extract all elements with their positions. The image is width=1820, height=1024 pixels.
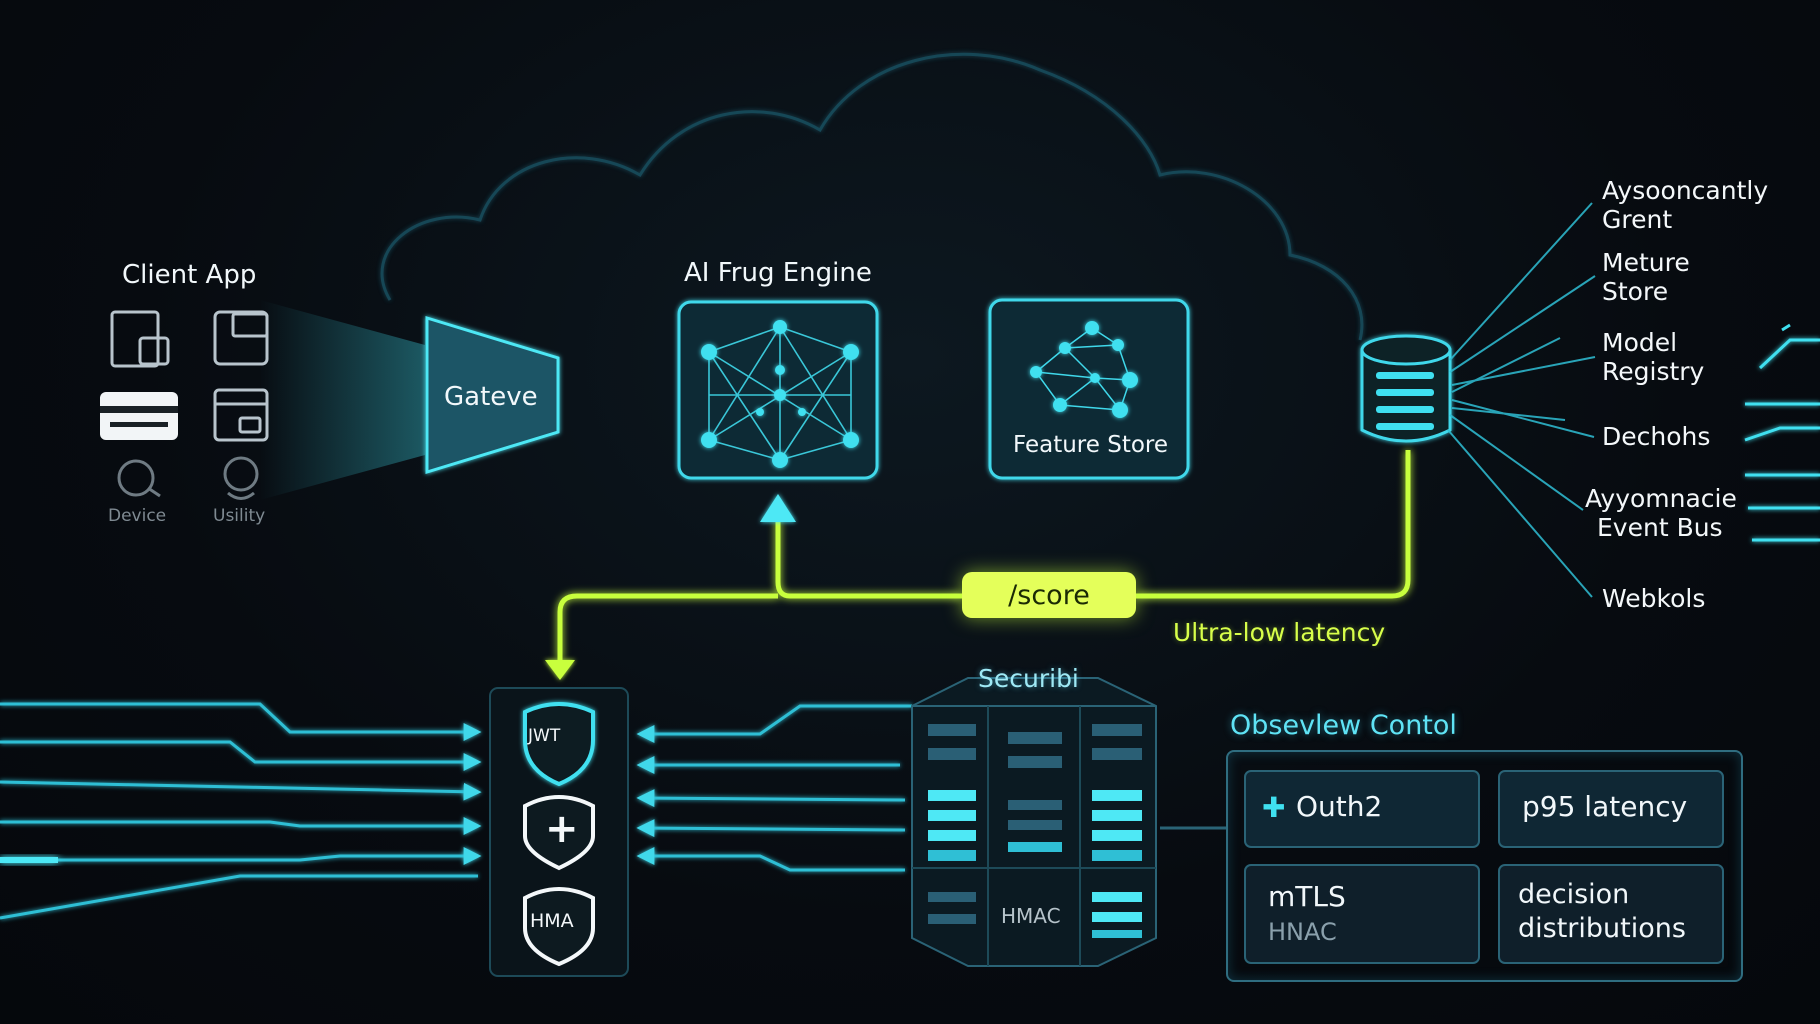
hma-shield-label: HMA <box>530 910 574 932</box>
observe-card-text: mTLS <box>1268 880 1346 913</box>
jwt-shield-label: JWT <box>528 726 561 746</box>
output-line: Aysooncantly <box>1602 176 1769 205</box>
feature-store-node <box>988 298 1190 480</box>
security-input-lines <box>636 704 912 872</box>
observe-card-subtext: HNAC <box>1268 918 1337 946</box>
observe-card-text: Outh2 <box>1296 790 1383 823</box>
output-line: Registry <box>1602 357 1705 386</box>
observe-title: Obsevlew Contol <box>1230 710 1457 741</box>
output-line: Meture <box>1602 248 1690 277</box>
hmac-label: HMAC <box>1001 904 1061 928</box>
observe-card-mtls: mTLS HNAC <box>1244 864 1480 964</box>
arrow-up-engine <box>760 494 796 522</box>
score-loop <box>557 450 1411 660</box>
database-bars <box>1376 372 1434 430</box>
observe-card-text: decision distributions <box>1518 878 1686 946</box>
server-slats <box>928 724 1142 938</box>
security-title: Securibi <box>978 664 1079 693</box>
window-icon <box>213 388 269 442</box>
jwt-shield-icon <box>523 702 595 787</box>
feature-store-label: Feature Store <box>1013 432 1169 458</box>
card-icon <box>100 392 178 440</box>
observe-panel <box>1226 750 1743 982</box>
output-line: Model <box>1602 328 1678 357</box>
device-label: Device <box>108 506 167 526</box>
left-circuit-lines <box>0 702 482 920</box>
output-line: Webkols <box>1602 584 1706 613</box>
client-app-title: Client App <box>122 260 257 290</box>
user-label: Usility <box>213 506 266 526</box>
output-line: Grent <box>1602 205 1673 234</box>
tablet-icon <box>213 310 269 366</box>
output-item: Webkols <box>1602 584 1705 613</box>
gateway-node <box>425 315 560 475</box>
hma-shield-icon <box>523 887 595 967</box>
plus-shield-label: + <box>545 806 579 852</box>
observe-card-line: decision <box>1518 879 1630 910</box>
score-endpoint-badge: /score <box>962 572 1136 618</box>
right-edge-lines <box>1744 338 1820 542</box>
output-connectors <box>1447 202 1596 598</box>
client-icons <box>110 310 269 442</box>
document-icon-inner <box>138 336 170 366</box>
gateway-label: Gateve <box>444 382 538 412</box>
output-line: Event Bus <box>1597 513 1723 542</box>
output-item: Meture Store <box>1602 248 1690 306</box>
observe-card-text: p95 latency <box>1522 790 1688 823</box>
output-item: Model Registry <box>1602 328 1704 386</box>
graph-nodes <box>1030 321 1138 418</box>
output-item: Dechohs <box>1602 422 1710 451</box>
output-line: Ayyomnacie <box>1585 484 1737 513</box>
observe-card-latency: p95 latency <box>1498 770 1724 848</box>
device-icon <box>117 459 161 498</box>
output-item: Aysooncantly Grent <box>1602 176 1768 234</box>
neural-network-nodes <box>701 320 859 468</box>
arrow-down-security <box>545 660 575 680</box>
output-line: Dechohs <box>1602 422 1711 451</box>
observe-card-decisions: decision distributions <box>1498 864 1724 964</box>
observe-card-oauth: ✚ Outh2 <box>1244 770 1480 848</box>
plus-icon: ✚ <box>1262 791 1286 824</box>
output-line: Store <box>1602 277 1669 306</box>
latency-label: Ultra-low latency <box>1173 618 1386 647</box>
output-item: Ayyomnacie Event Bus <box>1585 484 1737 542</box>
observe-card-line: distributions <box>1518 913 1686 944</box>
engine-title: AI Frug Engine <box>684 258 872 288</box>
tablet-icon-inner <box>231 312 269 338</box>
cloud-outline <box>380 52 1364 341</box>
user-icon <box>223 456 259 500</box>
plus-shield-icon <box>523 795 595 871</box>
